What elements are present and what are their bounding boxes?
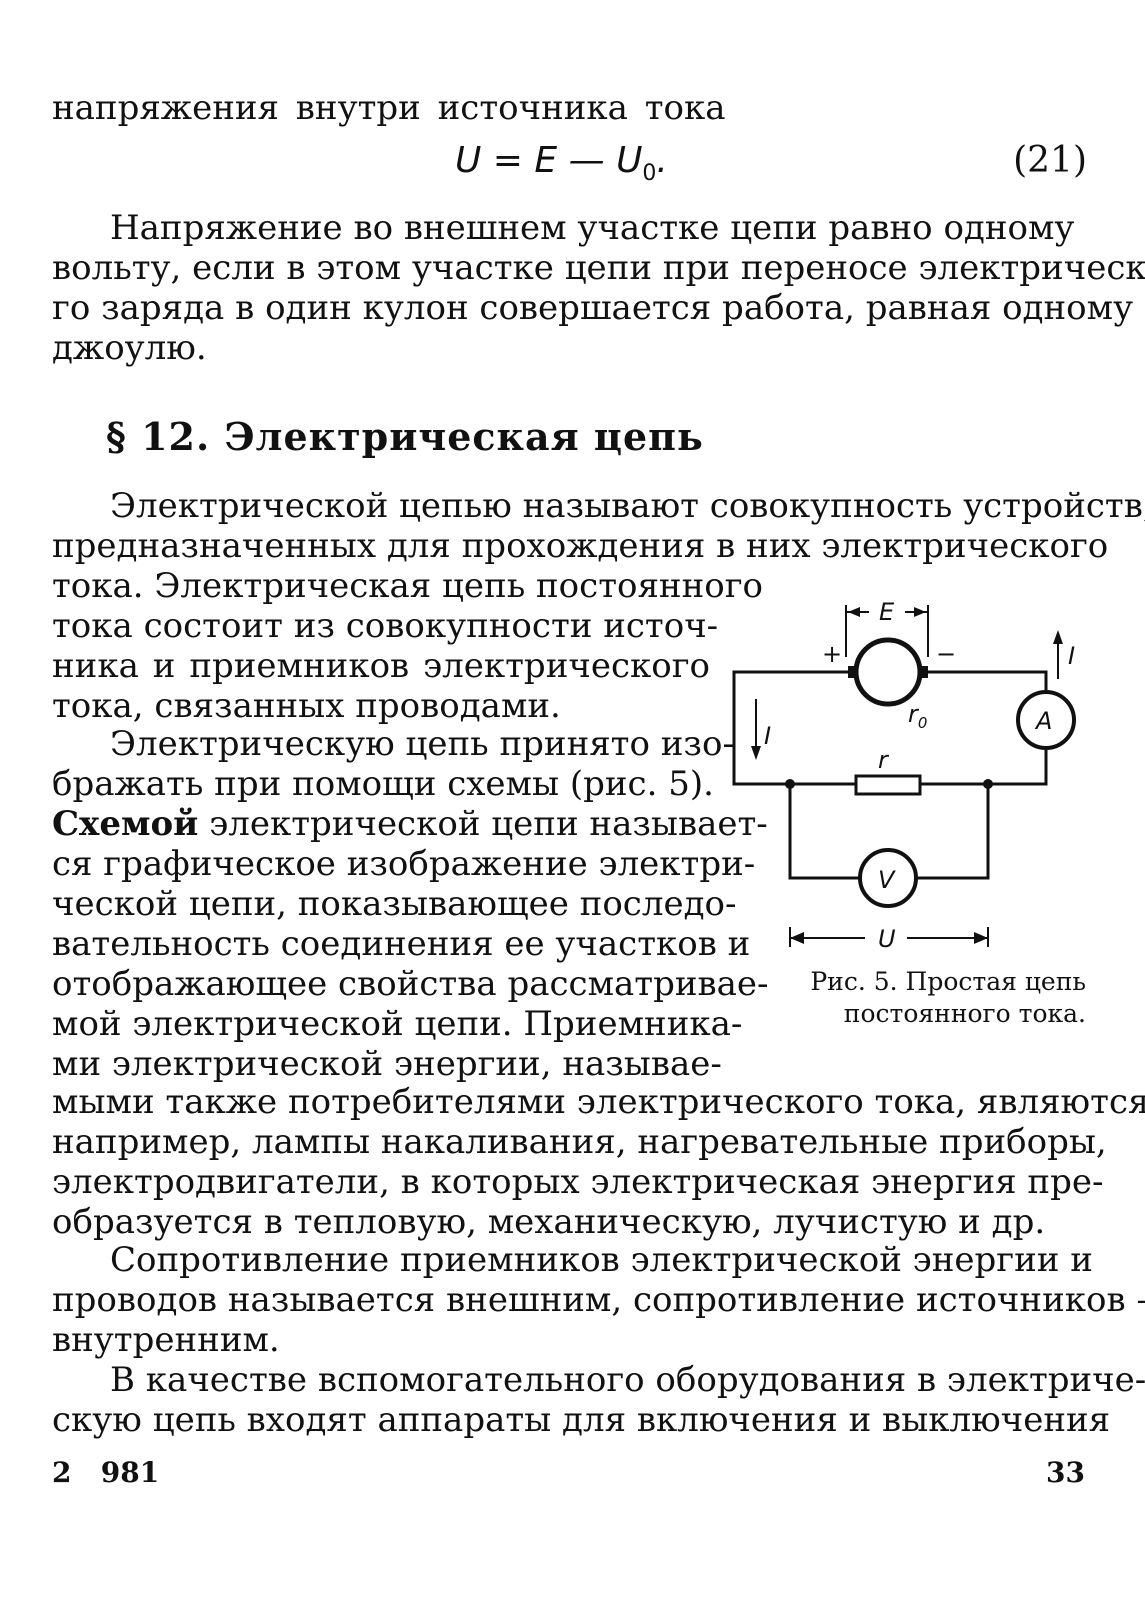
label-minus: −: [936, 640, 956, 668]
text-line: вательность соединения ее участков и: [52, 924, 751, 964]
text-line: электродвигатели, в которых электрическа…: [52, 1162, 1104, 1202]
label-voltage: U: [878, 925, 896, 952]
voltage-arrowhead-right: [974, 932, 988, 944]
figure-caption-line: Рис. 5. Простая цепь: [810, 967, 1086, 996]
text-line: проводов называется внешним, сопротивлен…: [52, 1280, 1145, 1320]
text-line: мой электрической цепи. Приемника-: [52, 1004, 743, 1044]
voltage-arrowhead-left: [790, 932, 804, 944]
label-current-left: I: [764, 722, 771, 750]
text-line: ческой цепи, показывающее последо-: [52, 884, 737, 924]
source-terminal-plus: [848, 666, 858, 678]
source-symbol: [853, 637, 923, 707]
circuit-diagram: E + − I I r0 r A V U: [732, 598, 1076, 952]
text-line: Напряжение во внешнем участке цепи равно…: [110, 208, 1075, 248]
text-line: тока состоит из совокупности источ-: [52, 606, 719, 646]
current-arrowhead-left: [751, 746, 761, 760]
label-r0: r0: [908, 700, 927, 732]
text-line: Электрическую цепь принято изо-: [110, 724, 734, 764]
text-line: скую цепь входят аппараты для включения …: [52, 1400, 1111, 1440]
text-line: ся графическое изображение электри-: [52, 844, 756, 884]
label-ammeter: A: [1034, 707, 1052, 735]
text-line: Сопротивление приемников электрической э…: [110, 1240, 1093, 1280]
text-line: вольту, если в этом участке цепи при пер…: [52, 248, 1145, 288]
text-line: предназначенных для прохождения в них эл…: [52, 526, 1109, 566]
junction-left: [785, 779, 795, 789]
emf-arrowhead-right: [914, 607, 926, 617]
equation-number: (21): [1013, 140, 1087, 181]
signature-mark: 2 981: [52, 1456, 160, 1489]
current-arrowhead-right: [1053, 630, 1063, 644]
label-resistor: r: [878, 746, 890, 774]
text-line: образуется в тепловую, механическую, луч…: [52, 1202, 1046, 1242]
label-emf: E: [879, 598, 895, 626]
resistor-symbol: [854, 774, 922, 796]
text-line: го заряда в один кулон совершается работ…: [52, 288, 1134, 328]
junction-right: [983, 779, 993, 789]
text-line: отображающее свойства рассматривае-: [52, 964, 769, 1004]
text-line: В качестве вспомогательного оборудования…: [110, 1360, 1145, 1400]
emf-arrowhead-left: [848, 607, 860, 617]
text-line: джоулю.: [52, 328, 207, 368]
text-line: внутренним.: [52, 1320, 280, 1360]
text-line: ника и приемников электрического: [52, 646, 710, 686]
section-heading: § 12. Электрическая цепь: [106, 414, 704, 459]
figure-caption-line: постоянного тока.: [843, 999, 1086, 1028]
formula-21: U = E — U0.: [455, 140, 668, 187]
text-line: тока, связанных проводами.: [52, 686, 561, 726]
text-line: напряжения внутри источника тока: [52, 88, 726, 128]
text-line: ми электрической энергии, называе-: [52, 1044, 722, 1084]
text-line: Электрической цепью называют совокупност…: [110, 486, 1145, 526]
ammeter-symbol: [1016, 690, 1076, 750]
label-plus: +: [822, 640, 842, 668]
voltmeter-symbol: [858, 848, 918, 908]
text-line: мыми также потребителями электрического …: [52, 1082, 1145, 1122]
text-line: например, лампы накаливания, нагреватель…: [52, 1122, 1107, 1162]
label-current-right: I: [1068, 642, 1075, 670]
text-line: Схемой электрической цепи называет-: [52, 804, 768, 844]
source-terminal-minus: [918, 666, 928, 678]
label-voltmeter: V: [878, 866, 896, 894]
text-line: бражать при помощи схемы (рис. 5).: [52, 764, 714, 804]
text-line: тока. Электрическая цепь постоянного: [52, 566, 763, 606]
bold-term: Схемой: [52, 804, 199, 844]
page-number: 33: [1046, 1456, 1085, 1489]
